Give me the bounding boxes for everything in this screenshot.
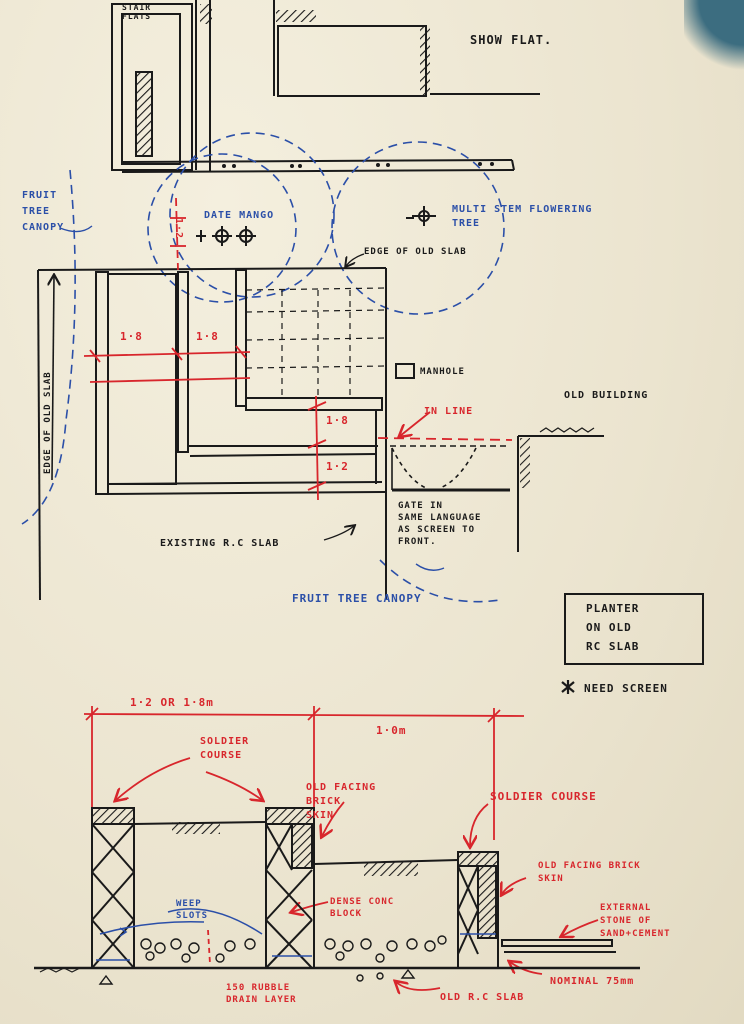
canopy-mango-2 (169, 132, 335, 298)
need-screen-symbol (561, 680, 575, 694)
label-dim-1-8-mid: 1·8 (196, 330, 219, 343)
label-in-line: IN LINE (424, 406, 473, 417)
label-nominal-75: NOMINAL 75mm (550, 976, 634, 987)
label-date-mango: DATE MANGO (204, 210, 274, 221)
old-building (517, 427, 604, 552)
gate-plan (390, 445, 510, 492)
planter-wall-left (95, 271, 109, 495)
soil-hatch (172, 822, 418, 876)
weep-water (96, 908, 496, 961)
label-dim-1-2-top: 1·2 (173, 218, 184, 239)
label-dim-1-2-right: 1·2 (326, 460, 349, 473)
label-dim-section-left: 1·2 OR 1·8m (130, 696, 214, 709)
label-edge-of-old-slab-top: EDGE OF OLD SLAB (364, 247, 467, 257)
label-show-flat: SHOW FLAT. (470, 33, 552, 47)
section-walls (34, 807, 640, 973)
label-dim-1-8-left: 1·8 (120, 330, 143, 343)
slab-dots (222, 162, 494, 168)
label-edge-of-old-slab-side: EDGE OF OLD SLAB (43, 371, 53, 474)
label-manhole: MANHOLE (420, 367, 465, 377)
label-dim-1-8-right: 1·8 (326, 414, 349, 427)
stair-flats-outline (111, 3, 193, 171)
canopy-mango-1 (147, 153, 297, 303)
section-dimensions (83, 706, 599, 990)
label-old-building: OLD BUILDING (564, 390, 648, 401)
label-soldier-course-right: SOLDIER COURSE (490, 790, 597, 803)
canopy-fruit-left (21, 169, 76, 525)
tree-canopies (21, 132, 505, 603)
canopy-fruit-bottom (379, 559, 501, 603)
show-flat-room (277, 25, 427, 97)
red-dimensions-plan (83, 197, 513, 501)
stair-hatch (135, 71, 153, 157)
legend-box (564, 593, 704, 665)
rubble-stones (98, 935, 447, 985)
label-need-screen: NEED SCREEN (584, 682, 668, 695)
manhole-symbol (395, 363, 415, 379)
plan-building-top (111, 0, 540, 173)
tree-symbols (196, 206, 436, 246)
label-fruit-tree-canopy-bottom: FRUIT TREE CANOPY (292, 592, 422, 605)
paving-grid (245, 287, 387, 398)
planter-plan (37, 267, 387, 601)
label-existing-rc-slab: EXISTING R.C SLAB (160, 538, 279, 549)
canopy-multi-stem (331, 141, 505, 315)
label-dim-section-right: 1·0m (376, 724, 407, 737)
label-old-rc-slab: OLD R.C SLAB (440, 992, 524, 1003)
background-corner (684, 0, 744, 80)
